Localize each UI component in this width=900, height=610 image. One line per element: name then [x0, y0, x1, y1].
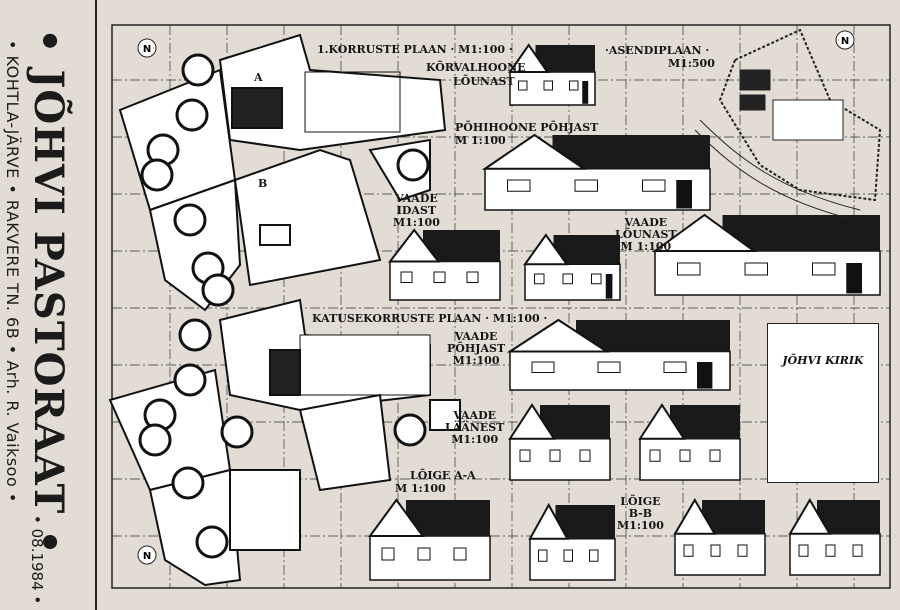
site-plan-title: ·ASENDIPLAAN ·	[605, 44, 710, 57]
site-plan	[694, 28, 882, 221]
tree-icon	[173, 363, 207, 397]
title-strip: • JÕHVI PASTORAAT • • KOHTLA-JÄRVE • RAK…	[0, 0, 97, 610]
house-elevation	[508, 403, 611, 481]
tree-icon	[181, 53, 215, 87]
house-elevation	[651, 213, 881, 296]
outbuilding-south-title: KÕRVALHOONE	[426, 61, 526, 74]
section-aa-scale: M 1:100	[395, 482, 446, 495]
section-aa-title: LÕIGE A-A	[410, 469, 476, 482]
north-arrow-icon: N	[137, 545, 157, 565]
attic-plan-title: KATUSEKORRUSTE PLAAN · M1:100 ·	[312, 312, 548, 325]
tree-icon	[220, 415, 254, 449]
tree-icon	[195, 525, 229, 559]
house-elevation	[506, 318, 731, 391]
cut-marker-b: B	[258, 177, 268, 190]
tree-icon	[173, 203, 207, 237]
main-north-title: PÕHIHOONE PÕHJAST	[455, 121, 599, 134]
tree-icon	[396, 148, 430, 182]
house-elevation	[528, 502, 616, 581]
main-north-scale: M 1:100	[455, 134, 506, 147]
house-elevation	[481, 133, 711, 211]
house-elevation	[387, 228, 501, 301]
cut-marker-a: A	[254, 71, 263, 84]
first-floor-plan-title: 1.KORRUSTE PLAAN · M1:100 ·	[317, 43, 513, 56]
church-frame: JÕHVI KIRIK	[767, 323, 879, 483]
house-elevation	[523, 233, 621, 301]
sheet-border	[111, 24, 891, 589]
house-elevation	[368, 498, 491, 581]
svg-text:N: N	[841, 36, 849, 47]
tree-icon	[175, 98, 209, 132]
tree-icon	[201, 273, 235, 307]
house-elevation	[638, 403, 741, 481]
svg-text:N: N	[143, 44, 151, 55]
svg-text:N: N	[143, 551, 151, 562]
site-plan-scale: M1:500	[668, 57, 715, 70]
north-arrow-icon: N	[137, 38, 157, 58]
house-elevation	[508, 43, 596, 106]
church-label: JÕHVI KIRIK	[782, 354, 864, 367]
attic-floor-plan	[108, 298, 461, 587]
north-arrow-icon: N	[835, 30, 855, 50]
house-elevation	[673, 498, 766, 576]
elevations	[368, 43, 881, 581]
tree-icon	[138, 423, 172, 457]
tree-icon	[178, 318, 212, 352]
house-elevation	[788, 498, 881, 576]
tree-icon	[140, 158, 174, 192]
outbuilding-south-title-2: LÕUNAST	[453, 75, 515, 88]
tree-icon	[393, 413, 427, 447]
tree-icon	[171, 466, 205, 500]
tree-symbols	[138, 53, 430, 559]
